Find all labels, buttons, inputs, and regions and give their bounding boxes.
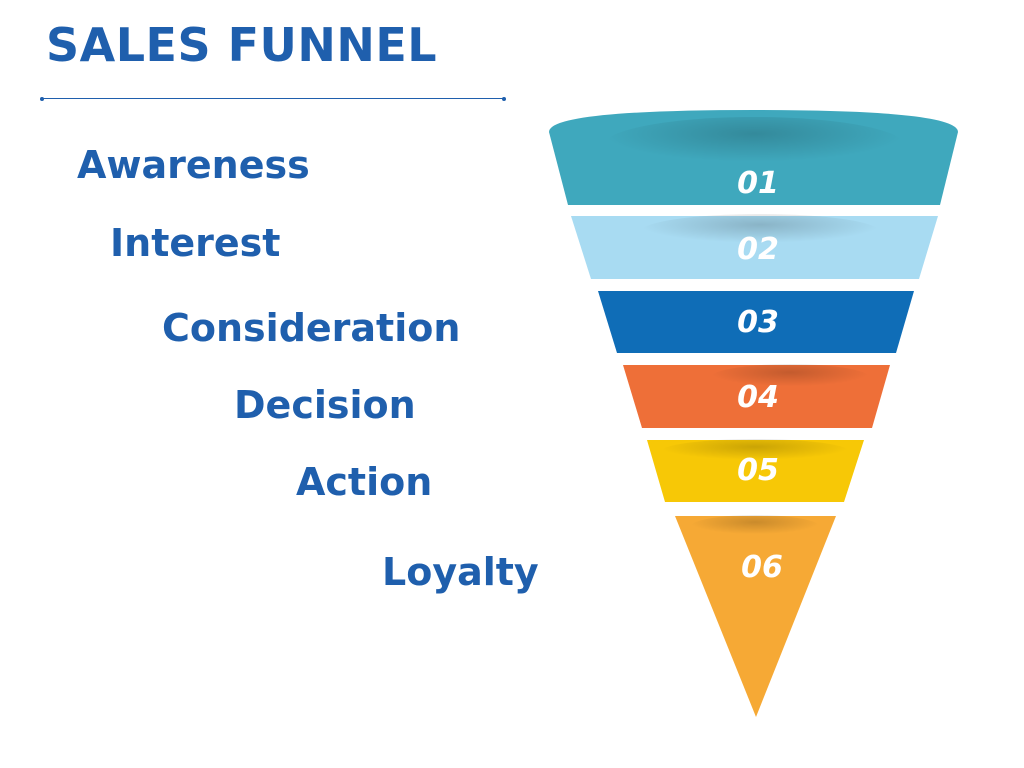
funnel-segment-06-shape [675,516,836,717]
stage-label-decision: Decision [234,383,416,427]
funnel-segment-05: 05 [647,439,864,502]
funnel-segment-01: 01 [549,110,958,205]
funnel-segment-04: 04 [623,364,890,428]
stage-label-awareness: Awareness [77,143,310,187]
funnel-segment-03: 03 [598,291,914,353]
funnel-segment-02: 02 [571,214,938,279]
funnel-number-02: 02 [737,232,779,267]
stage-label-consideration: Consideration [162,306,461,350]
funnel-number-03: 03 [737,305,779,340]
stage-label-interest: Interest [110,221,281,265]
funnel-segment-03-shape [598,291,914,353]
stage-label-action: Action [296,460,433,504]
title-divider [40,96,506,101]
funnel-number-06: 06 [741,550,783,585]
page-title: SALES FUNNEL [46,18,438,72]
funnel-number-01: 01 [737,166,779,201]
funnel-number-04: 04 [737,380,779,415]
stage-label-loyalty: Loyalty [382,550,539,594]
funnel-segment-06: 06 [675,515,836,717]
funnel-number-05: 05 [737,453,779,488]
